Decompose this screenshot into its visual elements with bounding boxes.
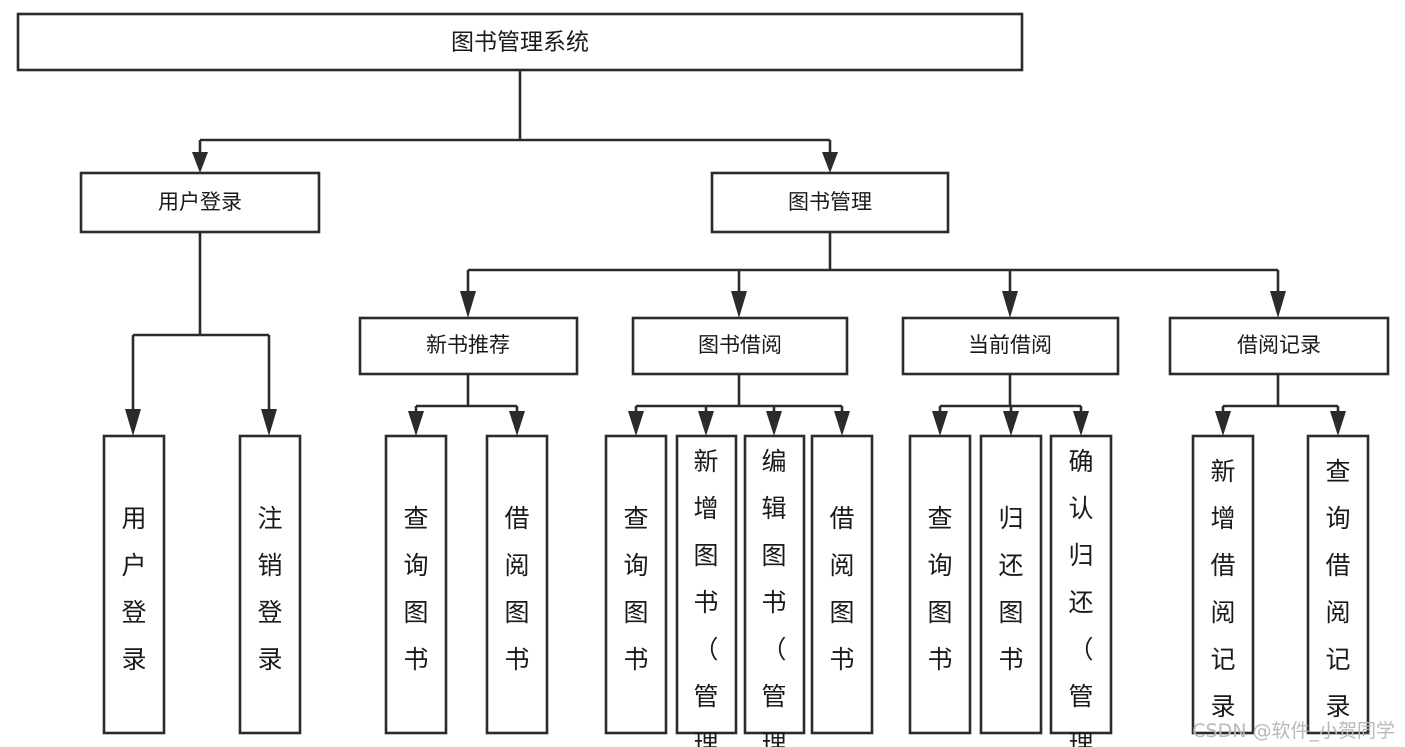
node-user-login[interactable]: 用户登录	[79, 171, 321, 234]
arrow-head-leaf-confirm-return	[1073, 411, 1089, 436]
arrow-head-current-borrow	[1002, 291, 1018, 318]
node-leaf-edit-book[interactable]: 编辑图书（管理员）	[743, 434, 806, 747]
node-root-label: 图书管理系统	[451, 30, 589, 56]
node-leaf-confirm-return-label: 确认归还（管理员）	[1068, 447, 1093, 747]
node-leaf-return-book-box[interactable]	[979, 434, 1043, 735]
arrow-head-to-user-login	[192, 152, 208, 173]
node-leaf-logout-login[interactable]: 注销登录	[238, 434, 302, 735]
node-book-manage[interactable]: 图书管理	[710, 171, 950, 234]
arrow-head-leaf-query-book-2	[628, 411, 644, 436]
arrow-head-leaf-add-book	[698, 411, 714, 436]
connector-group-current-borrow	[932, 374, 1089, 436]
node-leaf-add-book-box[interactable]	[675, 434, 738, 735]
arrow-head-new-book-recommend	[460, 291, 476, 318]
node-leaf-query-book-2-box[interactable]	[604, 434, 668, 735]
node-user-login-box[interactable]	[79, 171, 321, 234]
arrow-head-leaf-logout-login	[261, 409, 277, 436]
node-leaf-query-record-label: 查询借阅记录	[1325, 457, 1350, 721]
node-leaf-borrow-book-2-label: 借阅图书	[829, 504, 854, 674]
arrow-head-borrow-record	[1270, 291, 1286, 318]
node-borrow-record-box[interactable]	[1168, 316, 1390, 376]
node-leaf-borrow-book-2[interactable]: 借阅图书	[810, 434, 874, 735]
node-leaf-edit-book-box[interactable]	[743, 434, 806, 735]
node-leaf-add-book-label: 新增图书（管理员）	[693, 447, 718, 747]
node-leaf-query-book-2-label: 查询图书	[623, 504, 648, 674]
node-new-book-recommend-label: 新书推荐	[426, 333, 510, 357]
node-leaf-borrow-book-1[interactable]: 借阅图书	[485, 434, 549, 735]
node-leaf-borrow-book-1-label: 借阅图书	[504, 504, 529, 674]
node-new-book-recommend[interactable]: 新书推荐	[358, 316, 579, 376]
node-leaf-edit-book-label: 编辑图书（管理员）	[761, 447, 786, 747]
node-leaf-logout-login-label: 注销登录	[257, 504, 282, 674]
arrow-head-leaf-query-record	[1330, 411, 1346, 436]
node-leaf-user-login[interactable]: 用户登录	[102, 434, 166, 735]
connector-group-borrow-record	[1215, 374, 1346, 436]
node-leaf-borrow-book-2-box[interactable]	[810, 434, 874, 735]
node-leaf-add-record[interactable]: 新增借阅记录	[1191, 434, 1255, 735]
arrow-head-leaf-edit-book	[766, 411, 782, 436]
arrow-head-leaf-return-book	[1003, 411, 1019, 436]
node-book-borrow-box[interactable]	[631, 316, 849, 376]
csdn-watermark: CSDN @软件_小贺同学	[1192, 720, 1395, 742]
node-borrow-record-label: 借阅记录	[1237, 333, 1321, 357]
arrow-head-to-book-manage	[822, 152, 838, 173]
node-leaf-query-book-3[interactable]: 查询图书	[908, 434, 972, 735]
connector-group-new-book-recommend	[408, 374, 525, 436]
node-user-login-label: 用户登录	[158, 190, 242, 214]
arrow-head-leaf-borrow-book-2	[834, 411, 850, 436]
node-leaf-query-book-2[interactable]: 查询图书	[604, 434, 668, 735]
node-borrow-record[interactable]: 借阅记录	[1168, 316, 1390, 376]
node-leaf-logout-login-box[interactable]	[238, 434, 302, 735]
arrow-head-leaf-user-login	[125, 409, 141, 436]
node-leaf-query-record-box[interactable]	[1306, 434, 1370, 735]
node-root-box[interactable]	[16, 12, 1024, 72]
connector-group-book-borrow	[628, 374, 850, 436]
node-current-borrow[interactable]: 当前借阅	[901, 316, 1120, 376]
node-leaf-add-book[interactable]: 新增图书（管理员）	[675, 434, 738, 747]
arrow-head-leaf-add-record	[1215, 411, 1231, 436]
arrow-head-leaf-query-book-3	[932, 411, 948, 436]
node-leaf-confirm-return[interactable]: 确认归还（管理员）	[1049, 434, 1113, 747]
node-book-borrow-label: 图书借阅	[698, 333, 782, 357]
node-root[interactable]: 图书管理系统	[16, 12, 1024, 72]
node-book-manage-label: 图书管理	[788, 190, 872, 214]
node-leaf-query-book-3-label: 查询图书	[927, 504, 952, 674]
node-leaf-confirm-return-box[interactable]	[1049, 434, 1113, 735]
node-leaf-borrow-book-1-box[interactable]	[485, 434, 549, 735]
node-leaf-add-record-box[interactable]	[1191, 434, 1255, 735]
node-leaf-query-book-1-box[interactable]	[384, 434, 448, 735]
node-book-manage-box[interactable]	[710, 171, 950, 234]
node-leaf-return-book-label: 归还图书	[998, 504, 1023, 674]
node-leaf-user-login-label: 用户登录	[121, 504, 146, 674]
node-book-borrow[interactable]: 图书借阅	[631, 316, 849, 376]
node-leaf-query-book-3-box[interactable]	[908, 434, 972, 735]
node-new-book-recommend-box[interactable]	[358, 316, 579, 376]
node-current-borrow-box[interactable]	[901, 316, 1120, 376]
connector-group-book-manage	[460, 232, 1286, 318]
node-leaf-query-record[interactable]: 查询借阅记录	[1306, 434, 1370, 735]
node-leaf-return-book[interactable]: 归还图书	[979, 434, 1043, 735]
node-leaf-add-record-label: 新增借阅记录	[1210, 457, 1235, 721]
node-leaf-query-book-1-label: 查询图书	[403, 504, 428, 674]
connector-group-user-login	[125, 232, 277, 436]
arrow-head-book-borrow	[731, 291, 747, 318]
arrow-head-leaf-borrow-book-1	[509, 411, 525, 436]
connector-group-root	[192, 70, 838, 173]
node-current-borrow-label: 当前借阅	[968, 333, 1052, 357]
node-leaf-query-book-1[interactable]: 查询图书	[384, 434, 448, 735]
arrow-head-leaf-query-book-1	[408, 411, 424, 436]
node-leaf-user-login-box[interactable]	[102, 434, 166, 735]
